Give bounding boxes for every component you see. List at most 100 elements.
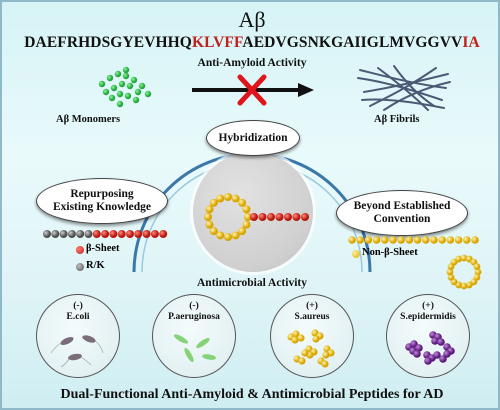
sequence-highlight-ia: IA [462,34,480,51]
monomer-dot [132,96,140,104]
figure-title: Aβ [238,7,266,32]
beta-sheet-legend-icon [76,246,84,254]
sepidermidis-cell [431,337,439,345]
sepidermidis-bacteria-icon [405,331,455,365]
non-beta-residue [356,236,364,244]
repurposing-label-line1: Repurposing [70,188,134,200]
non-beta-ring-residue [447,273,455,281]
sequence-part-2: AEDVGSNKGAIIGLMVGGVV [242,34,463,51]
non-beta-residue [372,236,381,244]
sepidermidis-cell [443,350,451,358]
non-beta-residue [348,236,356,244]
hybrid-ring-residue [231,231,240,240]
fibrils-label: Aβ Fibrils [374,114,420,125]
non-beta-residue [413,236,422,244]
non-beta-residue [454,236,463,244]
saureus-cell [291,336,299,344]
non-beta-residue [397,236,405,244]
monomer-dot [138,82,146,90]
antimicrobial-label: Antimicrobial Activity [197,277,307,289]
rk-residue [84,230,93,238]
beta-sheet-residue [101,230,110,238]
sequence-part-1: DAEFRHDSGYEVHHQ [24,34,192,51]
saureus-cell [292,330,300,338]
bacteria-name: S.epidermidis [400,312,456,322]
non-beta-sheet-legend-label: Non-β-Sheet [362,247,418,258]
hybrid-tail-residue [301,213,309,221]
monomer-dot [102,88,110,96]
hybrid-tail-residue [267,213,275,221]
non-beta-ring-residue [460,254,468,262]
beta-sheet-residue [117,230,126,238]
hybrid-peptide-icon [204,193,309,241]
saureus-cell [297,334,305,342]
sepidermidis-cell [424,357,432,365]
bacteria-sign: (+) [422,301,434,311]
hybrid-ring-residue [238,198,247,207]
non-beta-residue [446,236,455,244]
beta-sheet-residue [142,230,151,238]
monomer-dot [124,92,132,100]
rk-residue [43,230,51,238]
monomer-dot [118,80,126,88]
saureus-bacteria-icon [287,329,335,368]
beta-sheet-residue [150,230,159,238]
hybrid-ring-residue [209,227,218,236]
petri-dish-saureus: (+) S.aureus [270,294,354,378]
hybrid-ring-residue [205,205,214,214]
beta-sheet-residue [126,230,134,238]
hybrid-ring-residue [209,198,218,207]
rk-legend-icon [76,263,84,271]
ecoli-bacteria-icon [50,335,104,368]
hybrid-tail-residue [284,213,292,221]
non-beta-ring-residue [465,281,473,289]
repurposing-label-line2: Existing Knowledge [52,201,152,213]
hybridization-pill: Hybridization [206,120,300,156]
hybridization-label: Hybridization [218,131,288,144]
monomer-dot [110,84,118,92]
bottom-title: Dual-Functional Anti-Amyloid & Antimicro… [60,387,444,402]
hybrid-ring-residue [238,227,247,236]
saureus-cell [321,360,329,368]
non-beta-residue [438,236,446,244]
sepidermidis-cell [437,338,445,346]
hybrid-ring-residue [224,233,232,241]
monomer-dot [98,80,106,88]
saureus-cell [322,351,330,359]
hybrid-ring-residue [204,213,212,221]
hybrid-ring-residue [244,213,252,221]
monomer-cluster-icon [98,66,152,108]
monomer-dot [108,94,116,102]
sepidermidis-cell [413,350,421,358]
monomers-label: Aβ Monomers [56,114,121,125]
rk-legend-label: R/K [86,260,105,271]
bacteria-sign: (+) [306,301,318,311]
inhibited-arrow-icon [192,74,314,106]
paeruginosa-bacteria-icon [173,334,216,363]
hybrid-ring-residue [224,193,232,201]
non-beta-residue [430,236,438,244]
bacteria-sign: (-) [189,301,199,311]
hybrid-ring-residue [216,194,225,203]
non-beta-ring-residue [460,282,468,290]
monomer-dot [144,90,152,98]
rk-residue [51,230,60,238]
non-beta-residue [405,236,414,244]
anti-amyloid-label: Anti-Amyloid Activity [197,57,307,69]
hybrid-ring-residue [242,220,251,229]
non-beta-sheet-legend-icon [352,250,360,258]
bacteria-name: P.aeruginosa [168,312,220,322]
non-beta-ring-residue [455,255,463,263]
beta-sheet-residue [159,230,168,238]
sepidermidis-cell [433,351,441,359]
hybrid-tail-residue [275,213,284,221]
monomer-dot [130,76,138,84]
hybrid-ring-residue [205,220,214,229]
beyond-label-line1: Beyond Established [353,200,451,212]
monomer-dot [122,72,130,80]
hybrid-ring-residue [231,194,240,203]
monomer-dot [126,82,134,90]
